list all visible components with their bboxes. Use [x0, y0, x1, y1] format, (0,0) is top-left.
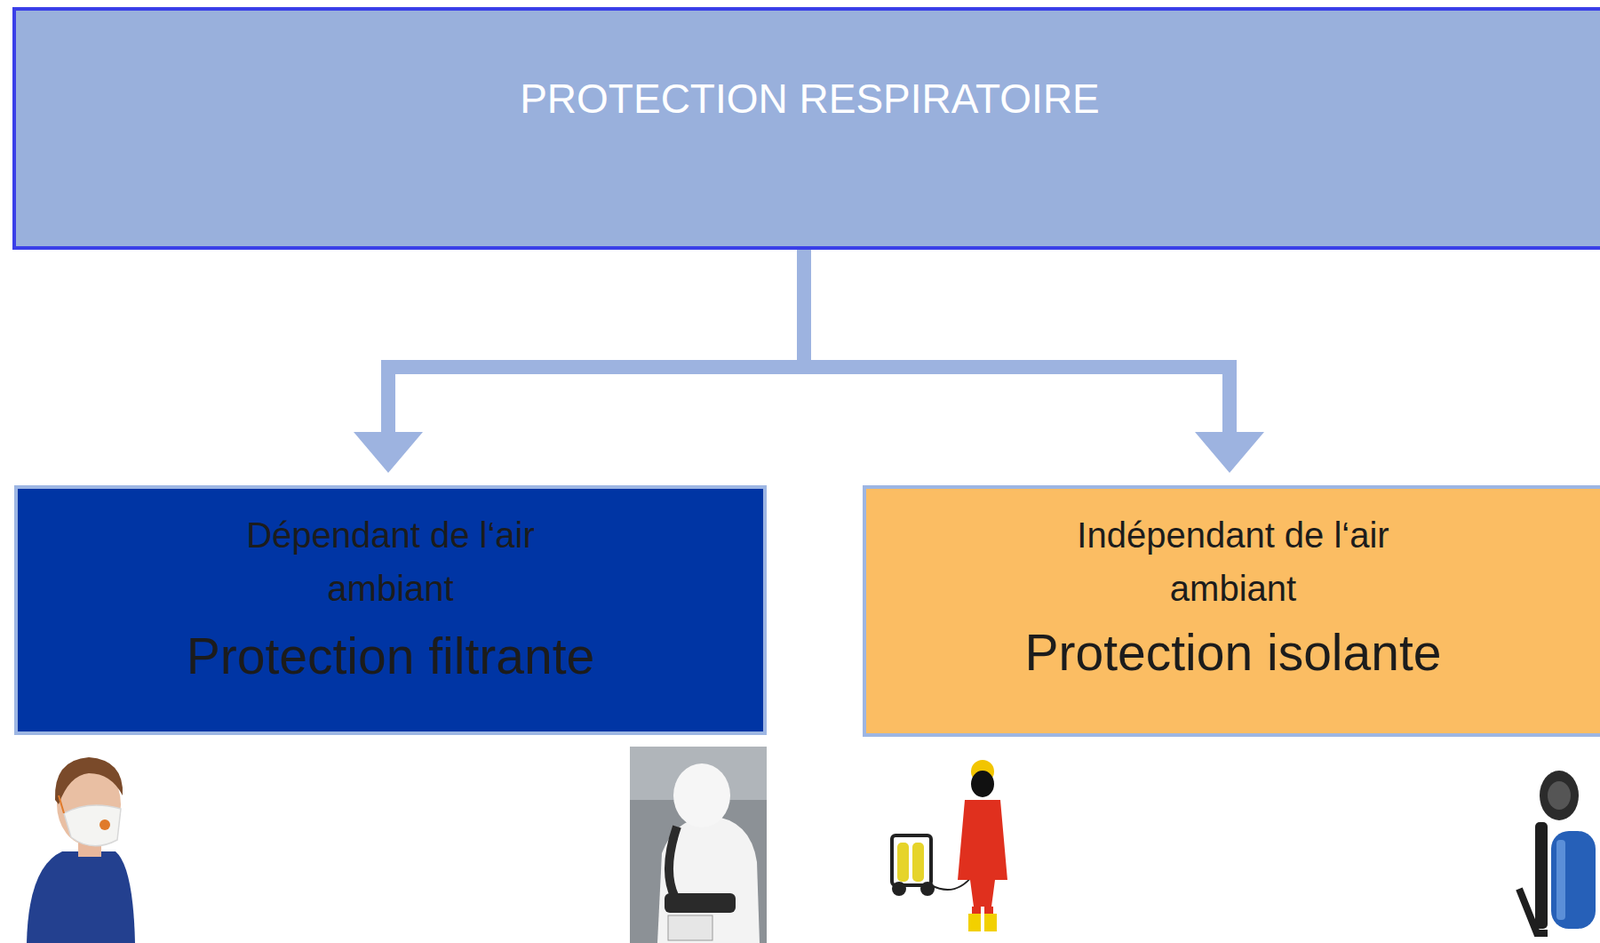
arrow-head [353, 431, 423, 473]
category-header-box: PROTECTION RESPIRATOIRE [12, 7, 1600, 250]
branch-arrow [803, 249, 1265, 473]
isolating-category-box: Indépendant de l‘air ambiantProtection i… [862, 485, 1600, 737]
scba-figure [1519, 770, 1596, 933]
box-heading: PROTECTION RESPIRATOIRE [519, 74, 1100, 124]
box-title: Protection filtrante [186, 625, 595, 686]
connector-line [388, 249, 804, 434]
branch-arrow [353, 249, 804, 473]
box-title: Protection isolante [1025, 621, 1442, 683]
airline-suit-figure [891, 759, 1008, 932]
filtering-category-box: Dépendant de l‘air ambiantProtection fil… [14, 485, 767, 735]
box-heading: Indépendant de l‘air ambiant [1073, 508, 1394, 615]
connector-line [803, 249, 1230, 434]
mask-wearer-figure [20, 744, 159, 943]
papr-worker-figure [629, 746, 767, 943]
arrow-head [1194, 431, 1265, 473]
box-heading: Dépendant de l‘air ambiant [244, 508, 538, 615]
